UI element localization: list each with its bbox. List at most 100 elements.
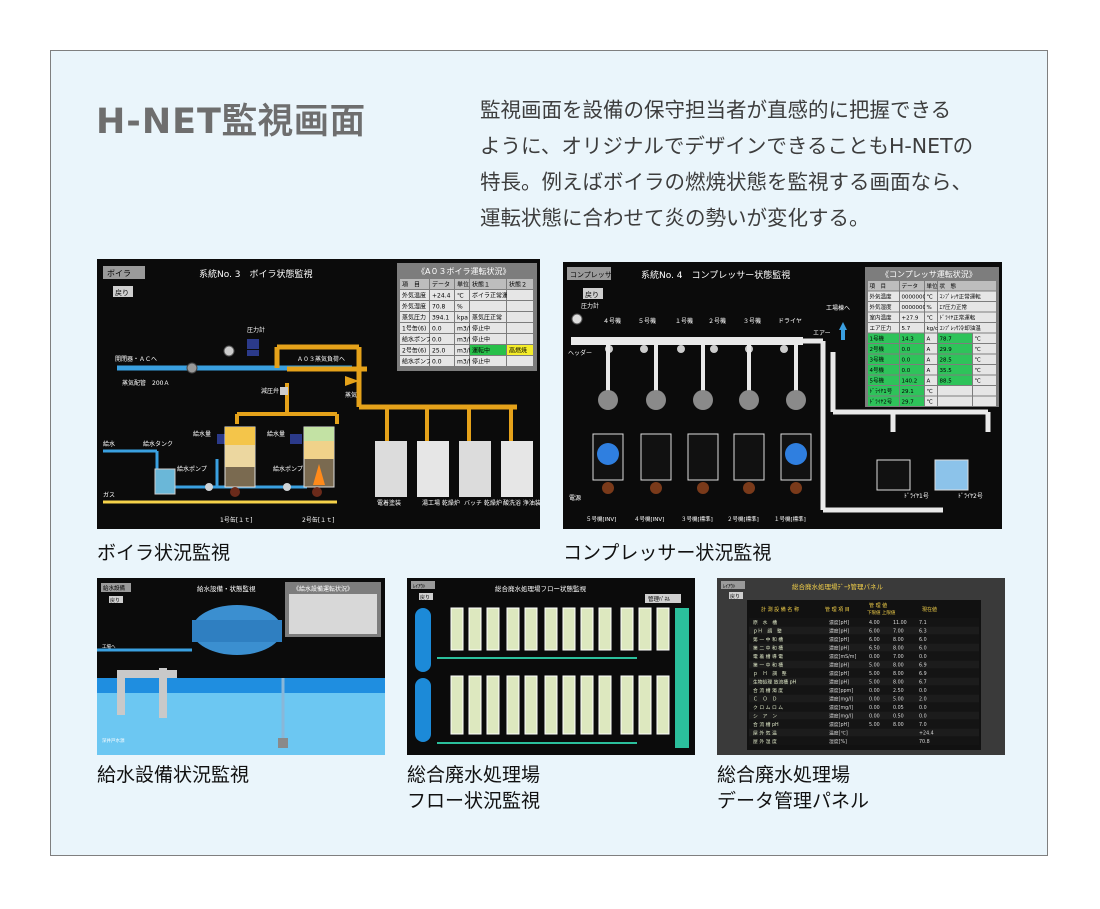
pressure-gauge-icon: [571, 313, 583, 325]
table-cell: 濃度[mg/l]: [829, 713, 853, 720]
table-cell: 6.50: [869, 646, 880, 652]
table-cell: シ ア ン: [753, 714, 777, 720]
label: 給水量: [193, 430, 211, 438]
label: 酸洗浴 浄油装置: [503, 499, 540, 507]
col-header: 下限値 上限値: [867, 609, 896, 616]
screen-heading: 系統No. 3 ボイラ状態監視: [199, 268, 313, 280]
back-button[interactable]: [729, 592, 743, 599]
table-cell: kpa: [457, 315, 468, 322]
unit-label: ３号機[標準]: [681, 515, 713, 523]
table-cell: 0.00: [869, 697, 880, 703]
table-cell: A: [927, 379, 931, 385]
tank: [450, 607, 464, 651]
label: 圧力計: [247, 326, 265, 334]
table-cell: ﾄﾞﾗｲﾔ2号: [870, 399, 893, 406]
unit-label: １号機: [675, 317, 693, 325]
table-cell: 停止中: [472, 336, 490, 344]
compressor-head-icon: [646, 390, 666, 410]
tank: [620, 675, 634, 735]
table-cell: 濃度[pH]: [829, 721, 849, 728]
flow-monitor-screenshot[interactable]: ﾚｲｱｳﾄ 戻り 総合廃水処理場フロー状態監視 管理ﾊﾟﾈﾙ: [407, 578, 695, 755]
back-button[interactable]: [109, 596, 123, 603]
compressor-body: [733, 433, 765, 481]
tab-water[interactable]: [101, 583, 131, 592]
table-cell: 運転中: [472, 347, 490, 355]
table-cell: 合 流 槽 pH: [753, 721, 779, 728]
water-supply-monitor-screenshot[interactable]: 給水設備 戻り 給水設備・状態監視 《給水設備運転状況》 工場へ 深井戸水源: [97, 578, 385, 755]
table-cell: 11.00: [893, 620, 907, 626]
tank: [598, 675, 612, 735]
tank: [544, 675, 558, 735]
table-cell: 0.0: [432, 326, 442, 333]
table-cell: A: [927, 337, 931, 343]
back-button[interactable]: [583, 288, 603, 299]
table-cell: ｺﾝﾌﾟﾚｯｻ冷却油温: [940, 324, 982, 332]
tank: [486, 607, 500, 651]
management-panel-button[interactable]: [645, 594, 681, 603]
data-panel-screenshot[interactable]: ﾚｲｱｳﾄ 戻り 総合廃水処理場ﾃﾞｰﾀ管理パネル 計 測 設 備 名 称管 理…: [717, 578, 1005, 755]
table-title: 《コンプレッサ運転状況》: [881, 269, 977, 279]
table-cell: 電 着 槽 導 電: [753, 653, 783, 660]
table-cell: 屋 外 気 温: [753, 730, 777, 737]
back-button[interactable]: [113, 286, 133, 297]
back-button-label: 戻り: [420, 594, 430, 601]
table-cell: 3号機: [870, 356, 885, 364]
tank: [598, 607, 612, 651]
table-cell: 外気温度: [870, 293, 893, 301]
table-cell: 蒸気圧正常: [472, 314, 502, 322]
table-cell: 5.00: [869, 680, 880, 686]
table-cell: 蒸気圧力: [402, 314, 426, 322]
table-cell: 0.0: [902, 347, 911, 353]
label: 蒸気: [345, 391, 357, 399]
tab-layout-label: ﾚｲｱｳﾄ: [723, 584, 736, 590]
table-cell: 8.00: [893, 680, 904, 686]
table-cell: 2.0: [919, 697, 927, 703]
table-cell: 6.0: [919, 646, 927, 652]
back-button[interactable]: [419, 593, 433, 600]
label: 蒸気配管 200Ａ: [122, 379, 169, 387]
table-cell: 6.9: [919, 671, 927, 677]
intro-line: 運転状態に合わせて炎の勢いが変化する。: [480, 206, 870, 230]
tab-layout[interactable]: [411, 581, 435, 589]
table-cell: 4号機: [870, 366, 885, 374]
table-cell: 140.2: [902, 379, 918, 385]
table-cell: 6.3: [919, 629, 927, 635]
intro-line: 特長。例えばボイラの燃焼状態を監視する画面なら、: [480, 170, 972, 194]
table-cell: 0.00: [869, 654, 880, 660]
tank: [524, 607, 538, 651]
table-cell: ℃: [927, 294, 933, 301]
boiler-monitor-screenshot[interactable]: ボイラ 戻り 系統No. 3 ボイラ状態監視 《A０３ボイラ運転状況》 項 目デ…: [97, 259, 540, 529]
tab-layout[interactable]: [721, 581, 745, 589]
table-cell: 給水ポンプ: [402, 336, 432, 344]
table-cell: 状態１: [472, 281, 490, 289]
table-cell: ﾄﾞﾗｲﾔ1号: [870, 388, 893, 395]
tank: [580, 675, 594, 735]
label: 湯工場 乾燥炉: [422, 499, 460, 507]
arrow-up-icon: [839, 322, 847, 330]
back-button-label: 戻り: [115, 288, 129, 297]
tab-boiler[interactable]: [103, 266, 145, 279]
table-cell: 6.9: [919, 663, 927, 669]
tab-boiler-label: ボイラ: [107, 269, 131, 278]
table-cell: ｐＨ 調 整: [753, 628, 782, 635]
table-cell: 0000000: [902, 295, 927, 301]
compressor-body: [687, 433, 719, 481]
table-cell: 停止中: [472, 325, 490, 333]
table-cell: ｺﾝﾌﾟﾚｯｻ正常運転: [940, 293, 982, 301]
back-button-label: 戻り: [110, 597, 120, 604]
table-cell: 濃度[pH]: [829, 628, 849, 635]
tab-compressor[interactable]: [567, 267, 611, 280]
label: 減圧弁: [261, 387, 279, 395]
label: 深井戸水源: [102, 737, 125, 744]
label: 工場棟へ: [826, 304, 850, 312]
table-cell: m3/h: [457, 337, 473, 344]
tab-water-label: 給水設備: [103, 584, 126, 592]
table-cell: 29.1: [902, 389, 914, 395]
table-cell: 70.8: [432, 304, 446, 311]
valve-icon: [710, 345, 718, 353]
label: エアー: [813, 330, 831, 337]
tank: [638, 675, 652, 735]
compressor-monitor-screenshot[interactable]: コンプレッサ 戻り 系統No. 4 コンプレッサー状態監視 《コンプレッサ運転状…: [563, 262, 1002, 529]
